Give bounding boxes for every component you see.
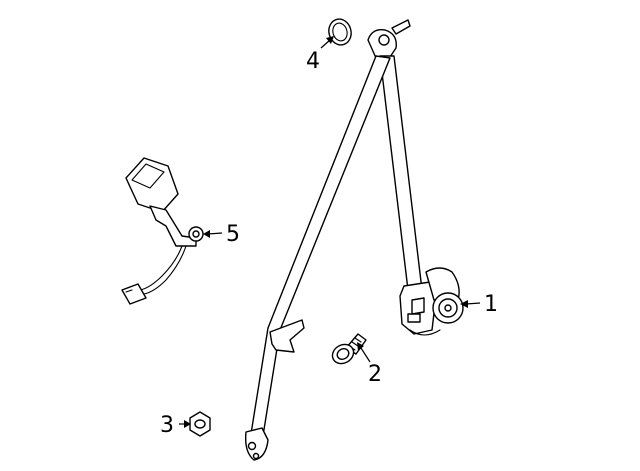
callout-4: 4 bbox=[306, 49, 320, 74]
buckle-assembly bbox=[121, 157, 204, 305]
lower-anchor bbox=[244, 427, 269, 461]
callout-5: 5 bbox=[226, 222, 240, 247]
seat-belt-assembly bbox=[244, 19, 464, 461]
webbing-right bbox=[379, 55, 423, 291]
callout-3: 3 bbox=[160, 413, 174, 438]
upper-anchor bbox=[367, 19, 411, 61]
callout-1: 1 bbox=[484, 292, 498, 317]
tongue-plate bbox=[269, 319, 305, 353]
ring bbox=[328, 18, 352, 46]
leader-lines bbox=[179, 36, 481, 428]
retractor bbox=[399, 267, 464, 336]
callout-labels: 1 2 3 4 5 bbox=[160, 49, 498, 438]
nut bbox=[189, 411, 211, 437]
callout-2: 2 bbox=[368, 362, 382, 387]
bolt bbox=[331, 333, 367, 365]
